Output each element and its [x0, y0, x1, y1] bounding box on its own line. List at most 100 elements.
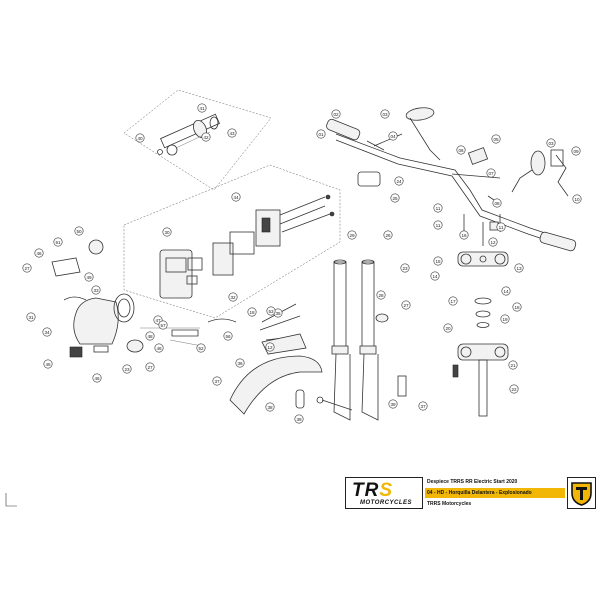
callout-02: 02 [331, 109, 341, 119]
callout-44: 44 [231, 192, 241, 202]
throttle-group-outline [123, 89, 272, 191]
svg-text:17: 17 [450, 299, 456, 304]
svg-text:45: 45 [45, 362, 51, 367]
callout-37: 37 [418, 401, 428, 411]
callout-24: 24 [394, 176, 404, 186]
callout-51: 51 [53, 237, 63, 247]
callout-11: 11 [433, 220, 443, 230]
callout-18: 18 [512, 302, 522, 312]
callout-16: 16 [459, 230, 469, 240]
callout-39: 39 [294, 414, 304, 424]
callout-30: 30 [162, 227, 172, 237]
svg-text:13: 13 [516, 266, 522, 271]
callout-39: 39 [388, 399, 398, 409]
svg-text:36: 36 [237, 361, 243, 366]
steering-assembly [452, 214, 509, 417]
title-block: TRS MOTORCYCLES Despiece TRRS RR Electri… [345, 477, 596, 509]
svg-text:14: 14 [432, 274, 438, 279]
svg-text:50: 50 [76, 229, 82, 234]
brand-logo: TRS MOTORCYCLES [345, 477, 423, 509]
callout-46: 46 [154, 343, 164, 353]
svg-text:49: 49 [86, 275, 92, 280]
svg-text:19: 19 [502, 317, 508, 322]
svg-text:34: 34 [44, 330, 50, 335]
svg-text:10: 10 [574, 197, 580, 202]
callout-33: 33 [91, 285, 101, 295]
callout-12: 12 [488, 237, 498, 247]
svg-text:12: 12 [267, 345, 273, 350]
title-block-rows: Despiece TRRS RR Electric Start 2020 04 … [425, 477, 565, 509]
callout-32: 32 [228, 292, 238, 302]
callout-52: 52 [196, 343, 206, 353]
electrics-assembly [159, 194, 335, 299]
callout-45: 45 [43, 359, 53, 369]
svg-text:11: 11 [436, 206, 441, 211]
svg-text:18: 18 [249, 310, 255, 315]
electrics-group-outline [123, 164, 341, 319]
callout-01: 01 [316, 129, 326, 139]
callout-21: 21 [508, 360, 518, 370]
throttle-assembly [157, 113, 220, 156]
svg-text:16: 16 [461, 233, 467, 238]
callout-15: 15 [433, 256, 443, 266]
callout-25: 25 [390, 193, 400, 203]
callout-09: 09 [571, 146, 581, 156]
svg-text:08: 08 [494, 201, 500, 206]
svg-text:12: 12 [490, 240, 496, 245]
svg-text:22: 22 [511, 387, 517, 392]
svg-text:26: 26 [385, 233, 391, 238]
callout-05: 05 [491, 134, 501, 144]
callout-36: 36 [235, 358, 245, 368]
callout-10: 10 [572, 194, 582, 204]
svg-text:27: 27 [24, 266, 30, 271]
callout-03: 03 [380, 109, 390, 119]
headlight-assembly [51, 239, 237, 358]
svg-text:21: 21 [510, 363, 516, 368]
svg-text:04: 04 [390, 134, 396, 139]
svg-text:03: 03 [548, 141, 554, 146]
brand-shield [567, 477, 596, 509]
svg-text:31: 31 [28, 315, 34, 320]
svg-text:01: 01 [318, 132, 324, 137]
callout-22: 22 [509, 384, 519, 394]
svg-text:07: 07 [488, 171, 494, 176]
callout-03: 03 [546, 138, 556, 148]
svg-text:27: 27 [403, 303, 409, 308]
callout-53: 53 [266, 306, 276, 316]
svg-text:40: 40 [137, 136, 143, 141]
brand-logo-main: TRS [352, 480, 394, 501]
svg-text:20: 20 [445, 326, 451, 331]
callout-46: 46 [92, 373, 102, 383]
svg-text:18: 18 [514, 305, 520, 310]
svg-text:46: 46 [36, 251, 42, 256]
svg-text:28: 28 [378, 293, 384, 298]
callout-26: 26 [383, 230, 393, 240]
callout-23: 23 [122, 364, 132, 374]
callout-04: 04 [388, 131, 398, 141]
svg-text:51: 51 [55, 240, 61, 245]
callout-08: 08 [492, 198, 502, 208]
callout-27: 27 [22, 263, 32, 273]
svg-text:30: 30 [164, 230, 170, 235]
shield-icon [571, 482, 592, 506]
callout-40: 40 [135, 133, 145, 143]
callout-46: 46 [34, 248, 44, 258]
callout-14: 14 [501, 286, 511, 296]
svg-text:44: 44 [233, 195, 239, 200]
callout-20: 20 [443, 323, 453, 333]
svg-text:24: 24 [396, 179, 402, 184]
svg-text:03: 03 [382, 112, 388, 117]
title-line-section: 04 - HD - Horquilla Delantera - Explosio… [425, 488, 565, 498]
svg-text:57: 57 [160, 323, 166, 328]
callout-34: 34 [42, 327, 52, 337]
svg-text:25: 25 [392, 196, 398, 201]
callout-28: 28 [376, 290, 386, 300]
svg-text:42: 42 [203, 135, 209, 140]
title-line-company: TRRS Motorcycles [427, 501, 472, 507]
svg-text:46: 46 [94, 376, 100, 381]
callout-12: 12 [265, 342, 275, 352]
svg-text:37: 37 [214, 379, 220, 384]
callout-17: 17 [448, 296, 458, 306]
